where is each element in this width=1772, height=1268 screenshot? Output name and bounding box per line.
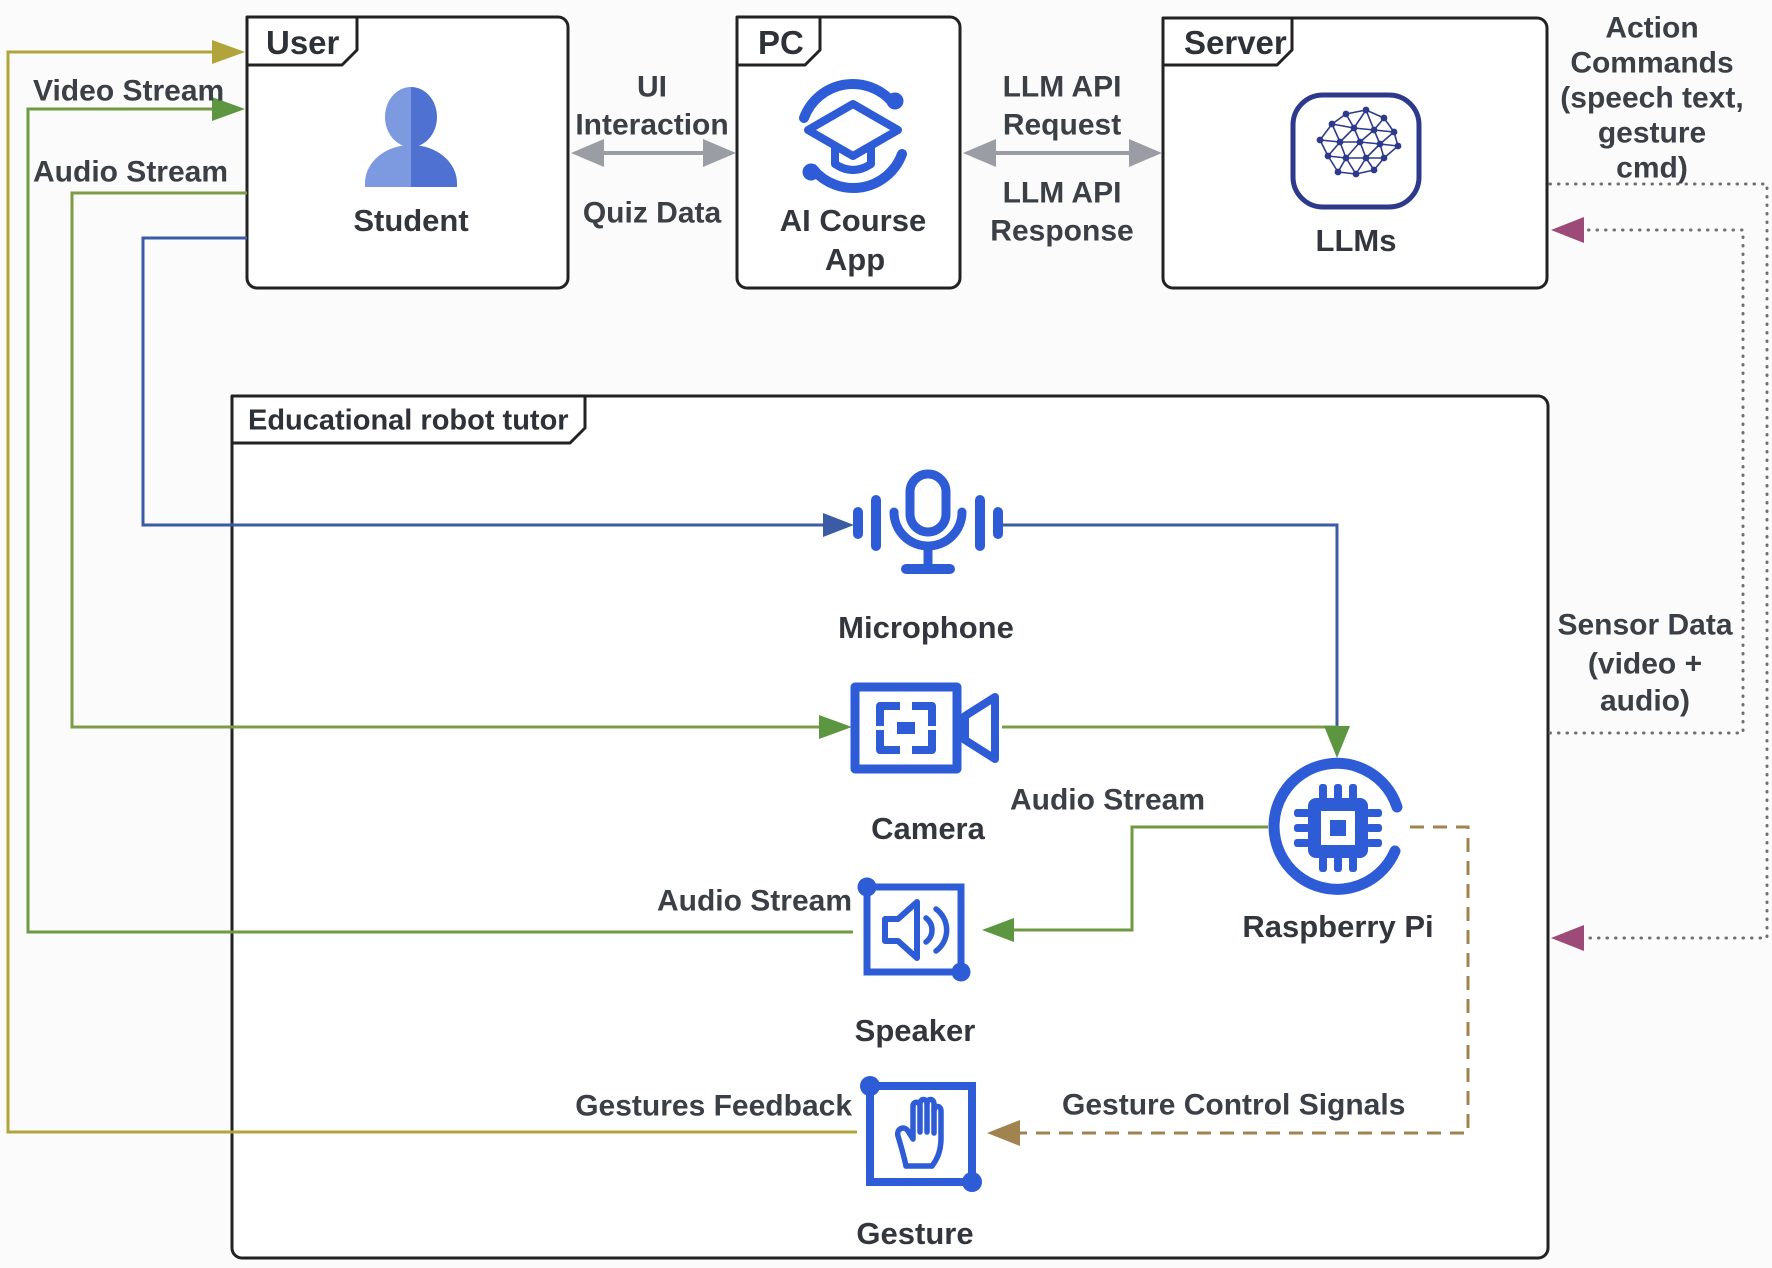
llm-api-arrow <box>963 139 1162 167</box>
action-commands-label-line1: Action <box>1605 11 1699 45</box>
gestures-feedback-line <box>6 40 857 1134</box>
sensor-data-label-line3: audio) <box>1600 684 1690 718</box>
pc-box-title: PC <box>758 24 804 61</box>
audio-stream-pi-label: Audio Stream <box>1009 783 1205 817</box>
video-stream-label: Video Stream <box>33 74 225 108</box>
speaker-icon <box>857 877 971 982</box>
sensor-data-label-line2: (video + <box>1587 647 1703 681</box>
app-caption-line2: App <box>824 242 886 277</box>
audio-stream-speaker-label: Audio Stream <box>656 884 852 918</box>
quiz-data-label: Quiz Data <box>582 196 722 230</box>
speaker-to-user-line <box>26 97 853 934</box>
speaker-caption: Speaker <box>854 1013 976 1048</box>
microphone-caption: Microphone <box>838 610 1014 645</box>
action-commands-label-line3: (speech text, <box>1560 81 1744 115</box>
action-commands-label-line2: Commands <box>1570 46 1734 80</box>
app-caption-line1: AI Course <box>779 203 927 238</box>
server-box-tab <box>1161 16 1294 67</box>
sensors-to-pi-line <box>1002 523 1350 758</box>
user-to-microphone-line <box>141 236 854 537</box>
camera-caption: Camera <box>871 811 985 846</box>
ui-interaction-label-line1: UI <box>637 70 667 104</box>
pi-to-speaker-line <box>982 825 1268 942</box>
llms-caption: LLMs <box>1315 223 1397 258</box>
audio-stream-user-label: Audio Stream <box>33 155 229 189</box>
action-commands-label-line4: gesture <box>1597 116 1707 150</box>
llm-neural-network-icon <box>1290 92 1422 210</box>
ui-interaction-label-line2: Interaction <box>575 108 729 142</box>
pc-box-tab <box>735 15 822 67</box>
gesture-control-line <box>987 825 1470 1146</box>
robot-box <box>230 394 1550 1260</box>
student-caption: Student <box>353 203 469 238</box>
gesture-caption: Gesture <box>856 1216 974 1251</box>
user-to-camera-line <box>70 191 852 739</box>
llm-response-label-line1: LLM API <box>1002 176 1122 210</box>
ai-course-app-icon <box>799 78 907 194</box>
robot-box-tab <box>230 394 587 445</box>
raspberry-pi-caption: Raspberry Pi <box>1242 909 1434 944</box>
ui-interaction-arrow <box>571 139 736 167</box>
raspberry-pi-icon <box>1268 757 1403 895</box>
server-box-title: Server <box>1184 24 1287 61</box>
user-box-title: User <box>266 24 340 61</box>
llm-request-label-line2: Request <box>1002 108 1122 142</box>
llm-response-label-line2: Response <box>990 214 1134 248</box>
camera-icon <box>850 682 999 774</box>
student-icon <box>365 87 457 187</box>
microphone-icon <box>853 469 1003 574</box>
gesture-control-signals-label: Gesture Control Signals <box>1062 1088 1406 1122</box>
llm-request-label-line1: LLM API <box>1002 70 1122 104</box>
user-box-tab <box>245 15 359 67</box>
action-commands-line <box>1548 182 1769 951</box>
robot-box-title: Educational robot tutor <box>248 404 569 437</box>
action-commands-label-line5: cmd) <box>1616 151 1688 185</box>
gestures-feedback-label: Gestures Feedback <box>575 1089 852 1123</box>
gesture-hand-icon <box>860 1076 982 1192</box>
server-box <box>1161 16 1549 290</box>
sensor-data-line <box>1548 217 1745 735</box>
sensor-data-label-line1: Sensor Data <box>1557 608 1733 642</box>
